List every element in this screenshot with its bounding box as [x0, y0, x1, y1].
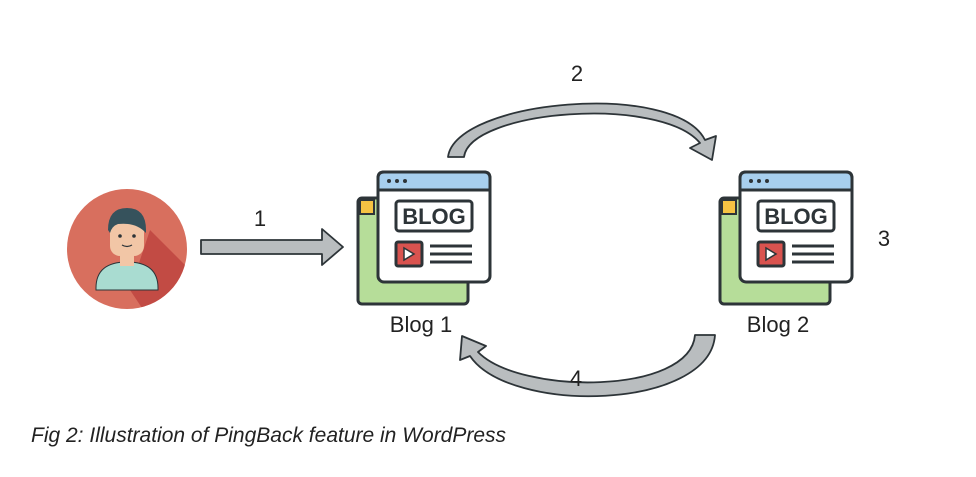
blog-window-icon: BLOG	[356, 170, 492, 306]
blog-1-label: Blog 1	[390, 312, 452, 337]
step-4-label: 4	[570, 366, 582, 391]
figure-caption: Fig 2: Illustration of PingBack feature …	[31, 424, 507, 447]
step-3-label: 3	[878, 226, 890, 251]
step-2-label: 2	[571, 61, 583, 86]
blog-badge-text: BLOG	[402, 204, 466, 229]
blog-window-icon: BLOG	[718, 170, 854, 306]
step-1-label: 1	[254, 206, 266, 231]
curved-arrow-icon	[459, 334, 716, 398]
blog-badge-text: BLOG	[764, 204, 828, 229]
blog-2-label: Blog 2	[747, 312, 809, 337]
curved-arrow-icon	[447, 102, 717, 161]
user-avatar-icon	[67, 189, 187, 309]
arrow-right-icon	[200, 228, 344, 266]
